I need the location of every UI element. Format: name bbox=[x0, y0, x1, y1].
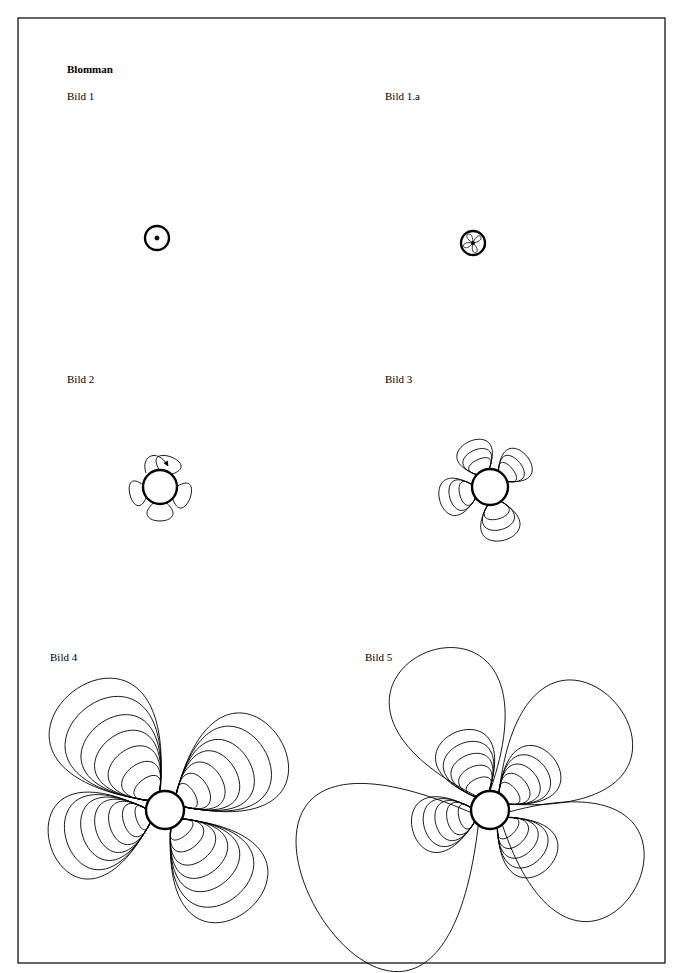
petal-sketch bbox=[463, 243, 472, 248]
flower-center bbox=[472, 469, 508, 505]
page-title: Blomman bbox=[67, 63, 113, 76]
petal-sketch bbox=[472, 244, 477, 253]
center-dot bbox=[155, 236, 159, 240]
figure-label: Bild 4 bbox=[50, 651, 77, 664]
flower-center bbox=[146, 791, 184, 829]
direction-arrow bbox=[145, 456, 168, 473]
figure-label: Bild 1.a bbox=[385, 90, 420, 103]
figure-label: Bild 3 bbox=[385, 373, 412, 386]
outer-petals bbox=[296, 648, 644, 972]
petals bbox=[411, 729, 560, 877]
flower-center bbox=[145, 226, 169, 250]
petal-sketch bbox=[467, 234, 473, 242]
figure-label: Bild 2 bbox=[67, 373, 94, 386]
petals bbox=[129, 455, 191, 521]
flower-center bbox=[461, 231, 485, 255]
page-frame bbox=[18, 18, 665, 963]
petal-sketch bbox=[473, 236, 481, 243]
petals bbox=[48, 678, 289, 923]
figure-label: Bild 5 bbox=[365, 651, 392, 664]
petals bbox=[439, 439, 532, 541]
figure-label: Bild 1 bbox=[67, 90, 94, 103]
flower-center bbox=[143, 470, 177, 504]
flower-center bbox=[471, 791, 509, 829]
